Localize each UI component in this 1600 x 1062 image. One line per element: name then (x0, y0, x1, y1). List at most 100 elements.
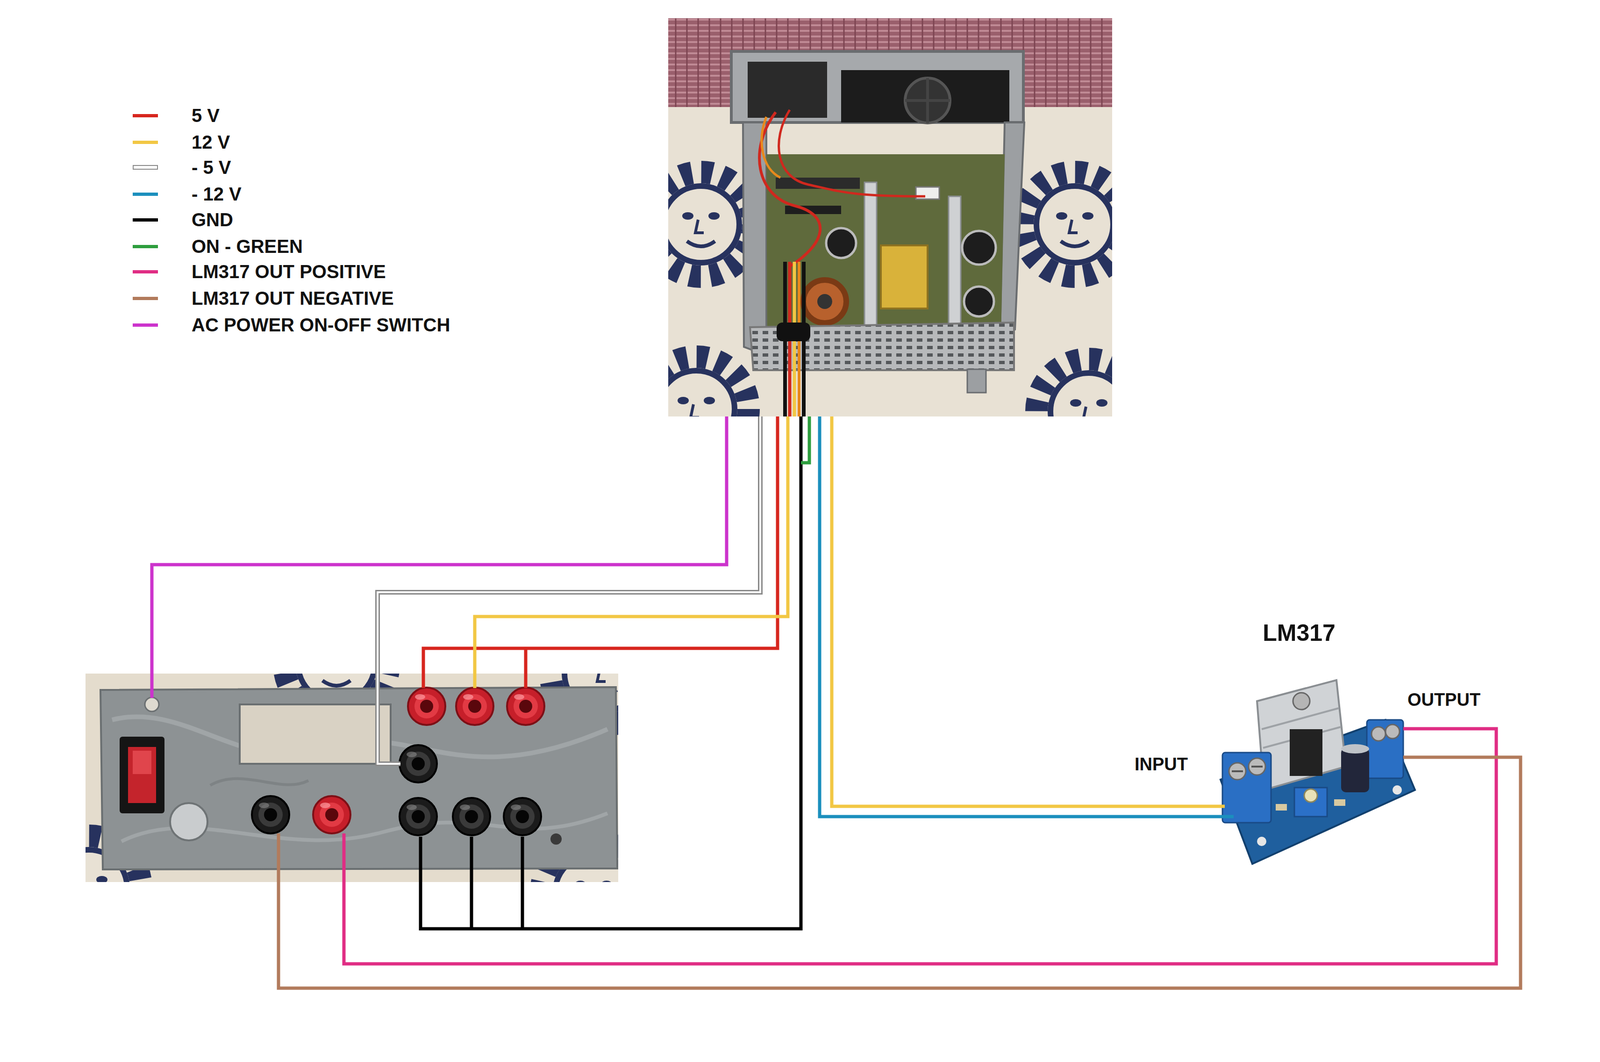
plus-5v-wire (423, 416, 778, 688)
legend-row: GND (132, 208, 234, 231)
psu-case (905, 78, 950, 123)
lm317-module (1366, 719, 1404, 779)
lm317-module (1231, 770, 1243, 772)
lm317-module (1228, 762, 1246, 780)
legend-text: - 5 V (191, 156, 231, 179)
lm317-module (1248, 757, 1266, 775)
lm317-module (1341, 747, 1370, 793)
lm317-module (1275, 803, 1287, 811)
legend-text: AC POWER ON-OFF SWITCH (191, 313, 450, 336)
psu-cable-bundle (776, 261, 811, 417)
lm317-module (1341, 743, 1370, 754)
front-panel-photo (210, 778, 309, 786)
fabric-sun (668, 171, 754, 277)
psu-case (731, 51, 1025, 393)
legend-row: LM317 OUT POSITIVE (132, 260, 386, 283)
front-panel-photo (85, 673, 619, 882)
legend-swatch (132, 270, 158, 274)
psu-case (967, 369, 986, 393)
ps-on-wire (800, 416, 810, 463)
banana-jack (503, 797, 542, 836)
legend-text: GND (191, 208, 234, 231)
module-heading: LM317 (1262, 618, 1336, 647)
lm317-module (1220, 719, 1415, 864)
psu-case (759, 112, 821, 267)
banana-jack (452, 797, 491, 836)
gnd-wire (470, 836, 474, 929)
psu-photo (668, 18, 1113, 417)
minus-12v-wire (819, 416, 1234, 817)
banana-jack (313, 795, 351, 834)
psu-case (841, 70, 1010, 123)
front-panel-photo (85, 673, 619, 882)
minus-5v-wire (377, 416, 761, 764)
legend-text: LM317 OUT NEGATIVE (191, 286, 394, 310)
legend-row: - 5 V (132, 156, 231, 179)
rocker-switch (119, 736, 165, 814)
legend-swatch (132, 114, 158, 118)
module-node: LM317 (1219, 678, 1416, 866)
psu-case (880, 245, 928, 309)
front-panel-photo (239, 704, 391, 764)
lm317-negative-wire (278, 757, 1521, 988)
psu-case (747, 61, 828, 118)
plus-5v-wire (524, 648, 528, 688)
legend-swatch (132, 244, 158, 249)
legend-row: - 12 V (132, 182, 242, 206)
psu-case (964, 286, 994, 317)
lm317-module (1334, 799, 1346, 806)
lm317-module (1392, 785, 1402, 795)
lm317-module (1294, 787, 1328, 817)
front-panel-photo (100, 686, 618, 870)
fabric-sun (1022, 171, 1113, 277)
front-panel-photo (550, 833, 562, 845)
legend-swatch (132, 218, 158, 222)
legend-text: 5 V (191, 104, 220, 127)
lm317-module (1220, 679, 1415, 864)
legend-text: - 12 V (191, 182, 242, 206)
psu-case (864, 182, 877, 328)
psu-case (905, 78, 950, 123)
legend-swatch (132, 323, 158, 327)
legend-swatch (132, 296, 158, 300)
psu-case (778, 109, 926, 197)
legend-swatch (132, 140, 158, 144)
lm317-module (1385, 724, 1400, 739)
front-panel-photo (144, 697, 159, 712)
legend-row: AC POWER ON-OFF SWITCH (132, 313, 450, 336)
legend-text: LM317 OUT POSITIVE (191, 260, 386, 283)
banana-jack (399, 744, 437, 783)
front-panel-photo (170, 802, 208, 841)
banana-jack (399, 797, 437, 836)
lm317-module (1292, 692, 1310, 710)
gnd-wire (521, 836, 525, 929)
terminal-label: OUTPUT (1407, 689, 1481, 711)
ac-switch-wire (151, 416, 727, 698)
rocker-switch (128, 746, 157, 803)
psu-case (803, 279, 847, 323)
fabric-sun (85, 673, 619, 882)
psu-case (826, 228, 857, 258)
banana-jack (456, 687, 494, 725)
banana-jack (507, 687, 545, 725)
psu-case (761, 116, 781, 178)
terminal-label: INPUT (1134, 753, 1188, 776)
lm317-module (1371, 726, 1386, 741)
rocker-switch (132, 750, 152, 774)
fabric-sun (1036, 358, 1113, 417)
lm317-module (1304, 788, 1318, 802)
psu-cable-bundle (776, 322, 811, 342)
legend-row: 5 V (132, 104, 220, 127)
lm317-positive-wire (343, 728, 1497, 964)
plus-12v-wire (474, 416, 788, 688)
banana-jack (407, 687, 446, 725)
lm317-module (1289, 728, 1323, 776)
rocker-switch (119, 736, 165, 814)
lm317-module (1222, 752, 1272, 823)
gnd-wire (420, 416, 801, 929)
legend-swatch (132, 192, 158, 196)
wire (151, 416, 1521, 988)
